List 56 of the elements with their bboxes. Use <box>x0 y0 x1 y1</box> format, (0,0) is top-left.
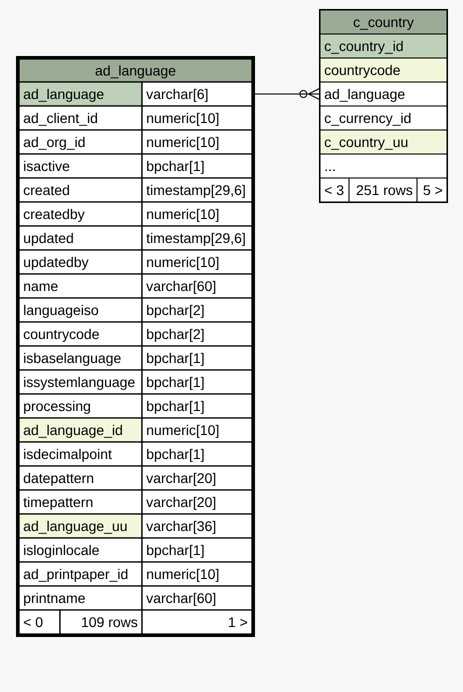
table-cell: bpchar[2] <box>141 321 253 347</box>
table-cell: languageiso <box>18 297 143 323</box>
table-cell: < 3 <box>320 178 350 202</box>
table-cell: name <box>18 273 143 299</box>
table-cell: isbaselanguage <box>18 345 143 371</box>
table-cell: c_country_uu <box>320 130 448 154</box>
table-cell: numeric[10] <box>141 105 253 131</box>
table-cell: varchar[6] <box>141 81 253 107</box>
table-cell: ad_printpaper_id <box>18 561 143 587</box>
table-cell: ad_language_uu <box>18 513 143 539</box>
table-cell: isloginlocale <box>18 537 143 563</box>
table-cell: bpchar[1] <box>141 345 253 371</box>
table-cell: bpchar[1] <box>141 153 253 179</box>
table-cell: ad_language <box>320 82 448 106</box>
table-cell: ad_language <box>18 81 143 107</box>
relationship-line <box>254 88 320 100</box>
table-cell: updated <box>18 225 143 251</box>
table-cell: 1 > <box>141 609 253 635</box>
table-cell: numeric[10] <box>141 561 253 587</box>
table-cell: createdby <box>18 201 143 227</box>
table-cell: ad_org_id <box>18 129 143 155</box>
table-cell: timepattern <box>18 489 143 515</box>
table-cell: 5 > <box>416 178 448 202</box>
table-cell: c_currency_id <box>320 106 448 130</box>
table-cell: bpchar[1] <box>141 393 253 419</box>
table-cell: varchar[36] <box>141 513 253 539</box>
table-cell: updatedby <box>18 249 143 275</box>
table-cell: varchar[60] <box>141 273 253 299</box>
table-cell: bpchar[2] <box>141 297 253 323</box>
table-cell: c_country_id <box>320 34 448 58</box>
table-cell: varchar[60] <box>141 585 253 611</box>
table-cell: numeric[10] <box>141 249 253 275</box>
table-cell: ad_client_id <box>18 105 143 131</box>
table-cell: timestamp[29,6] <box>141 225 253 251</box>
table-cell: varchar[20] <box>141 465 253 491</box>
table-cell: processing <box>18 393 143 419</box>
table-cell: isactive <box>18 153 143 179</box>
table-cell: numeric[10] <box>141 201 253 227</box>
table-cell: < 0 <box>18 609 61 635</box>
table-cell: datepattern <box>18 465 143 491</box>
table-header: c_country <box>320 10 448 34</box>
table-cell: varchar[20] <box>141 489 253 515</box>
table-cell: 109 rows <box>59 609 143 635</box>
table-cell: numeric[10] <box>141 129 253 155</box>
table-cell: bpchar[1] <box>141 537 253 563</box>
table-header: ad_language <box>18 58 253 83</box>
table-cell: bpchar[1] <box>141 441 253 467</box>
table-cell: issystemlanguage <box>18 369 143 395</box>
table-cell: bpchar[1] <box>141 369 253 395</box>
table-cell: countrycode <box>18 321 143 347</box>
table-cell: ad_language_id <box>18 417 143 443</box>
table-cell: countrycode <box>320 58 448 82</box>
table-cell: isdecimalpoint <box>18 441 143 467</box>
table-cell: timestamp[29,6] <box>141 177 253 203</box>
table-cell: created <box>18 177 143 203</box>
table-cell: numeric[10] <box>141 417 253 443</box>
